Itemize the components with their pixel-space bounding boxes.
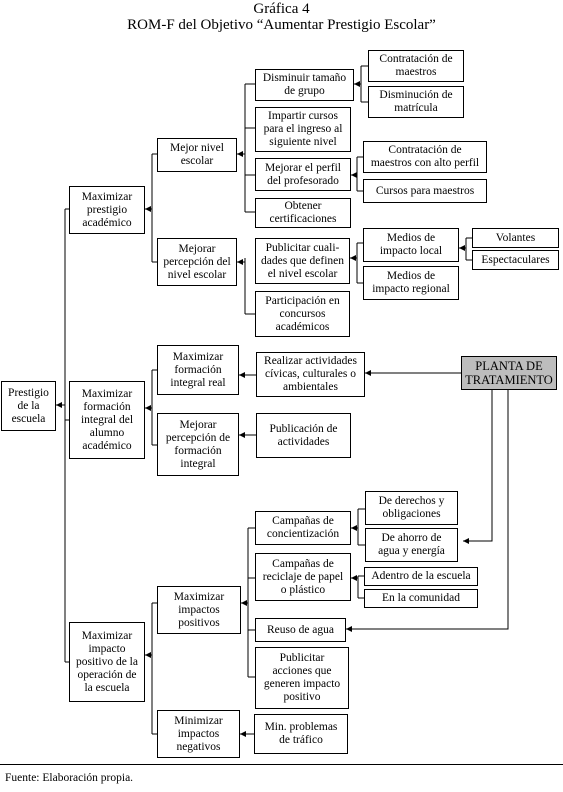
node-ahorro-agua-energia: De ahorro de agua y energía xyxy=(365,528,458,562)
node-campanas-concientizacion: Campañas de concientización xyxy=(255,511,351,545)
node-cursos-maestros: Cursos para maestros xyxy=(363,179,487,203)
figure-label: Gráfica 4 xyxy=(253,1,310,17)
footer-rule xyxy=(0,764,563,765)
node-maximizar-impacto: Maximizar impacto positivo de la operaci… xyxy=(69,622,145,702)
node-mejor-nivel: Mejor nivel escolar xyxy=(157,138,237,172)
source-note: Fuente: Elaboración propia. xyxy=(5,772,134,784)
node-mejorar-percepcion-nivel: Mejorar percepción del nivel escolar xyxy=(157,238,237,286)
node-medios-impacto-regional: Medios de impacto regional xyxy=(363,266,459,300)
node-derechos-obligaciones: De derechos y obligaciones xyxy=(365,491,458,525)
node-realizar-actividades: Realizar actividades cívicas, culturales… xyxy=(256,352,365,397)
node-contratacion-alto-perfil: Contratación de maestros con alto perfil xyxy=(363,141,487,173)
node-mejorar-percepcion-formacion: Mejorar percepción de formación integral xyxy=(157,413,239,476)
node-prestigio-escuela: Prestigio de la escuela xyxy=(1,381,56,431)
node-volantes: Volantes xyxy=(472,228,559,248)
node-participacion-concursos: Participación en concursos académicos xyxy=(255,291,350,337)
node-campanas-reciclaje: Campañas de reciclaje de papel o plástic… xyxy=(255,553,351,601)
node-min-impactos-negativos: Minimizar impactos negativos xyxy=(157,710,240,758)
node-adentro-escuela: Adentro de la escuela xyxy=(364,567,478,586)
node-publicitar-cualidades: Publicitar cuali- dades que definen el n… xyxy=(255,238,350,284)
node-planta-tratamiento: PLANTA DE TRATAMIENTO xyxy=(461,356,557,390)
node-reuso-agua: Reuso de agua xyxy=(255,618,346,642)
diagram-title: ROM-F del Objetivo “Aumentar Prestigio E… xyxy=(127,17,436,33)
node-disminucion-matricula: Disminución de matrícula xyxy=(368,86,464,118)
node-disminuir-tamano: Disminuir tamaño de grupo xyxy=(255,69,354,101)
node-publicacion-actividades: Publicación de actividades xyxy=(256,413,351,458)
node-maximizar-prestigio: Maximizar prestigio académico xyxy=(69,186,145,234)
node-min-problemas-trafico: Min. problemas de tráfico xyxy=(254,714,348,754)
node-medios-impacto-local: Medios de impacto local xyxy=(363,228,459,262)
node-max-formacion-real: Maximizar formación integral real xyxy=(157,345,239,395)
node-impartir-cursos: Impartir cursos para el ingreso al sigui… xyxy=(255,107,351,152)
node-max-impactos-positivos: Maximizar impactos positivos xyxy=(157,586,241,634)
node-mejorar-perfil: Mejorar el perfil del profesorado xyxy=(255,158,351,191)
node-publicitar-acciones: Publicitar acciones que generen impacto … xyxy=(255,647,349,709)
node-maximizar-formacion: Maximizar formación integral del alumno … xyxy=(69,381,145,459)
node-contratacion-maestros: Contratación de maestros xyxy=(368,50,464,82)
node-obtener-certificaciones: Obtener certificaciones xyxy=(255,198,351,228)
node-espectaculares: Espectaculares xyxy=(472,250,559,270)
node-en-comunidad: En la comunidad xyxy=(364,589,478,608)
